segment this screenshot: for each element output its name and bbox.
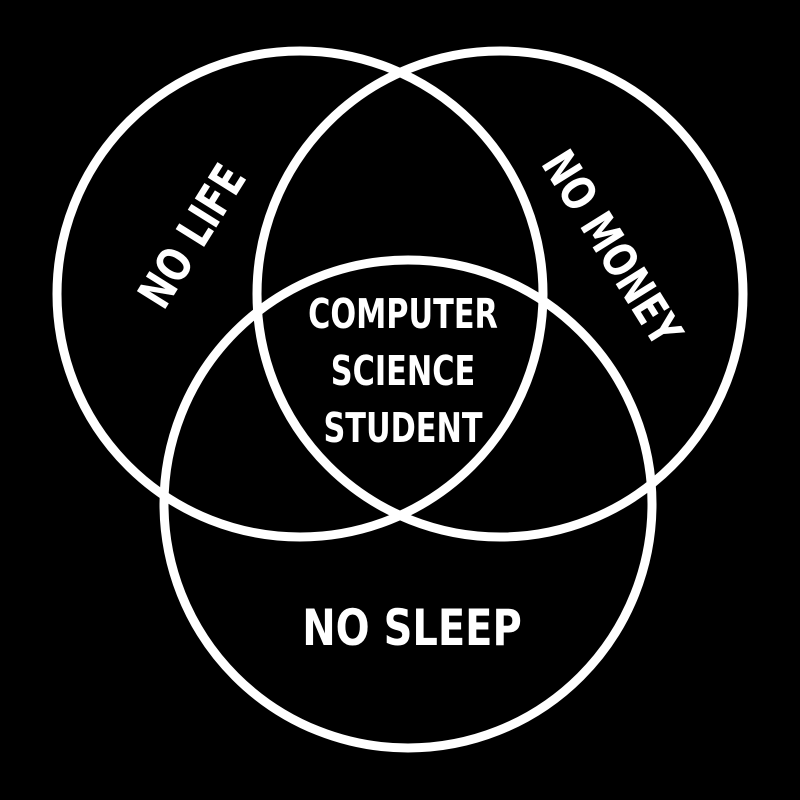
label-center-student: STUDENT [323,404,482,452]
circle-no-life [52,46,548,542]
label-center-science: SCIENCE [331,347,475,395]
circle-no-money [252,46,748,542]
label-no-sleep: NO SLEEP [302,599,522,658]
circle-no-sleep [159,255,657,753]
label-center-computer: COMPUTER [308,290,498,338]
